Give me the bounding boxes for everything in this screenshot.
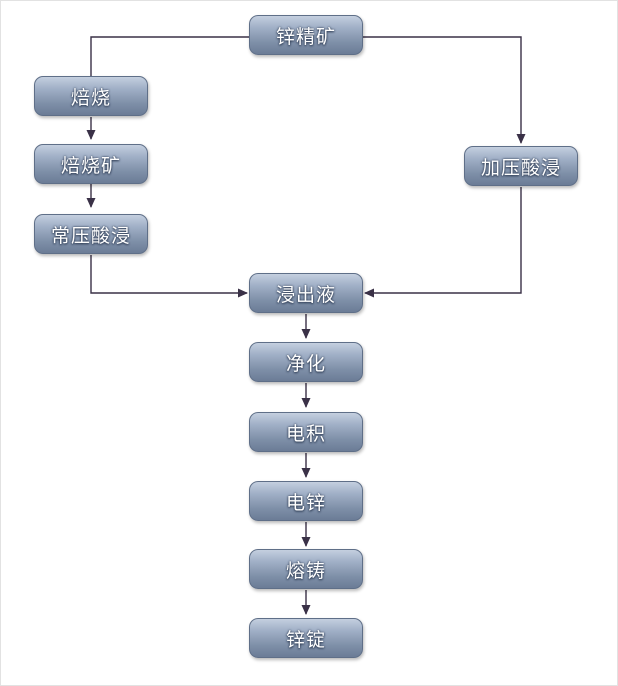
- connector-atmospheric-leach-to-leach-solution: [90, 255, 248, 298]
- node-electrowinning: 电积: [249, 412, 363, 452]
- node-zinc-concentrate: 锌精矿: [249, 15, 363, 55]
- node-purification: 净化: [249, 342, 363, 382]
- node-zinc-ingot: 锌锭: [249, 618, 363, 658]
- connector-pressure-leach-to-leach-solution: [364, 187, 522, 298]
- node-roasting: 焙烧: [34, 76, 148, 116]
- node-pressure-acid-leach: 加压酸浸: [464, 146, 578, 186]
- connector-zinc-concentrate-to-pressure-leach: [363, 36, 526, 144]
- node-leach-solution: 浸出液: [249, 273, 363, 313]
- connector-zinc-concentrate-to-roasting: [86, 36, 249, 86]
- node-melting-casting: 熔铸: [249, 549, 363, 589]
- node-atmospheric-acid-leach: 常压酸浸: [34, 214, 148, 254]
- node-electrolytic-zinc: 电锌: [249, 481, 363, 521]
- node-calcine: 焙烧矿: [34, 144, 148, 184]
